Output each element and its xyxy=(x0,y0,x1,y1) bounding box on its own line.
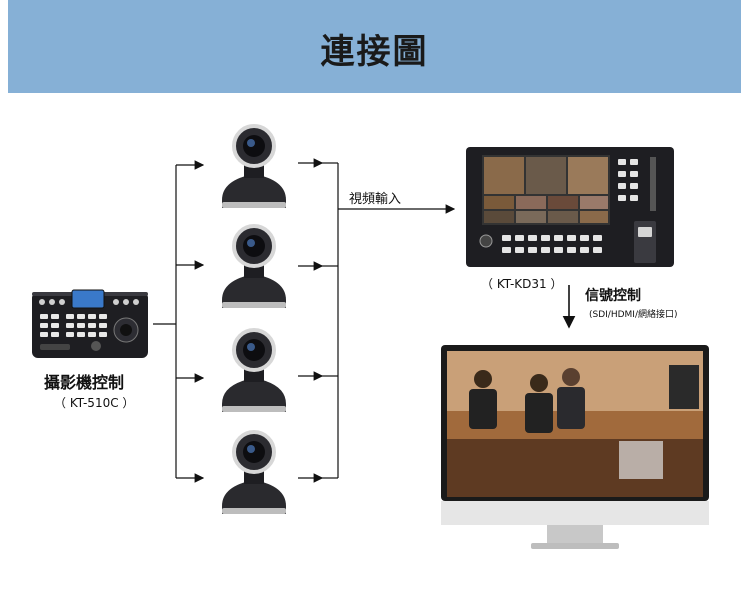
controller-model: （ KT-510C ） xyxy=(54,396,135,410)
camera-2 xyxy=(222,224,286,308)
camera-4 xyxy=(222,430,286,514)
camera-1 xyxy=(222,124,286,208)
meeting-people xyxy=(469,368,585,433)
switcher-device xyxy=(466,147,674,267)
video-input-label: 視頻輸入 xyxy=(349,192,402,207)
page-title: 連接圖 xyxy=(320,32,429,72)
camera-3 xyxy=(222,328,286,412)
title-banner: 連接圖 xyxy=(8,0,741,93)
signal-control-label: 信號控制 xyxy=(585,288,641,304)
controller-device xyxy=(32,289,148,358)
controller-name: 攝影機控制 xyxy=(44,373,125,392)
signal-interfaces-label: (SDI/HDMI/網絡接口) xyxy=(589,310,678,320)
monitor-device xyxy=(441,345,709,549)
switcher-model: （ KT-KD31 ） xyxy=(481,277,563,291)
